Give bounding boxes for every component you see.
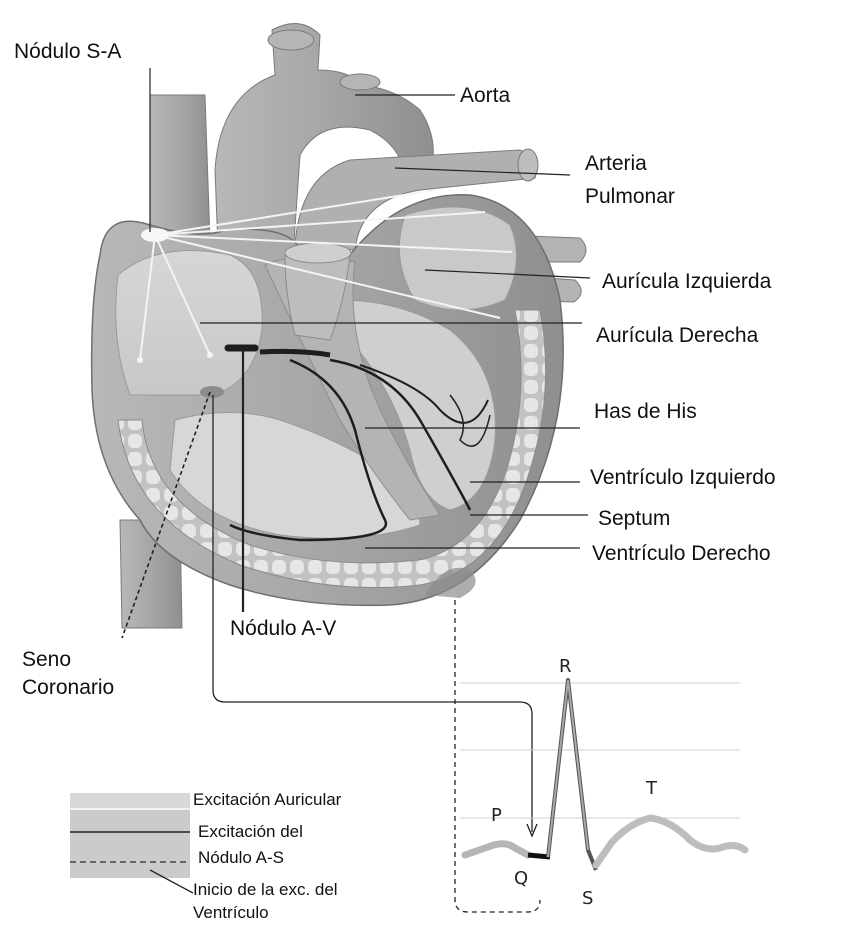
label-aorta: Aorta [460, 84, 510, 108]
label-ventriculo-derecho: Ventrículo Derecho [592, 542, 771, 566]
ecg-label-r: R [559, 656, 572, 677]
label-coronario: Coronario [22, 676, 114, 700]
ecg-label-t: T [646, 778, 657, 799]
legend-excitacion-auricular: Excitación Auricular [193, 790, 341, 810]
label-pulmonar: Pulmonar [585, 185, 675, 209]
label-ventriculo-izquierdo: Ventrículo Izquierdo [590, 466, 776, 490]
label-nodulo-av: Nódulo A-V [230, 617, 336, 641]
ecg-trace [460, 680, 745, 870]
label-auricula-derecha: Aurícula Derecha [596, 324, 758, 348]
legend-ventriculo: Ventrículo [193, 903, 269, 923]
ecg-label-p: P [491, 805, 502, 826]
legend-excitacion-del: Excitación del [198, 822, 303, 842]
label-septum: Septum [598, 507, 670, 531]
ecg-label-s: S [582, 888, 593, 909]
sa-node [141, 228, 169, 242]
label-seno: Seno [22, 648, 71, 672]
label-has-de-his: Has de His [594, 400, 697, 424]
label-nodulo-sa: Nódulo S-A [14, 40, 121, 64]
legend-inicio: Inicio de la exc. del [193, 880, 338, 900]
label-auricula-izquierda: Aurícula Izquierda [602, 270, 771, 294]
legend-nodulo-as: Nódulo A-S [198, 848, 284, 868]
legend-swatches [70, 793, 193, 893]
label-arteria: Arteria [585, 152, 647, 176]
ecg-label-q: Q [514, 868, 528, 889]
